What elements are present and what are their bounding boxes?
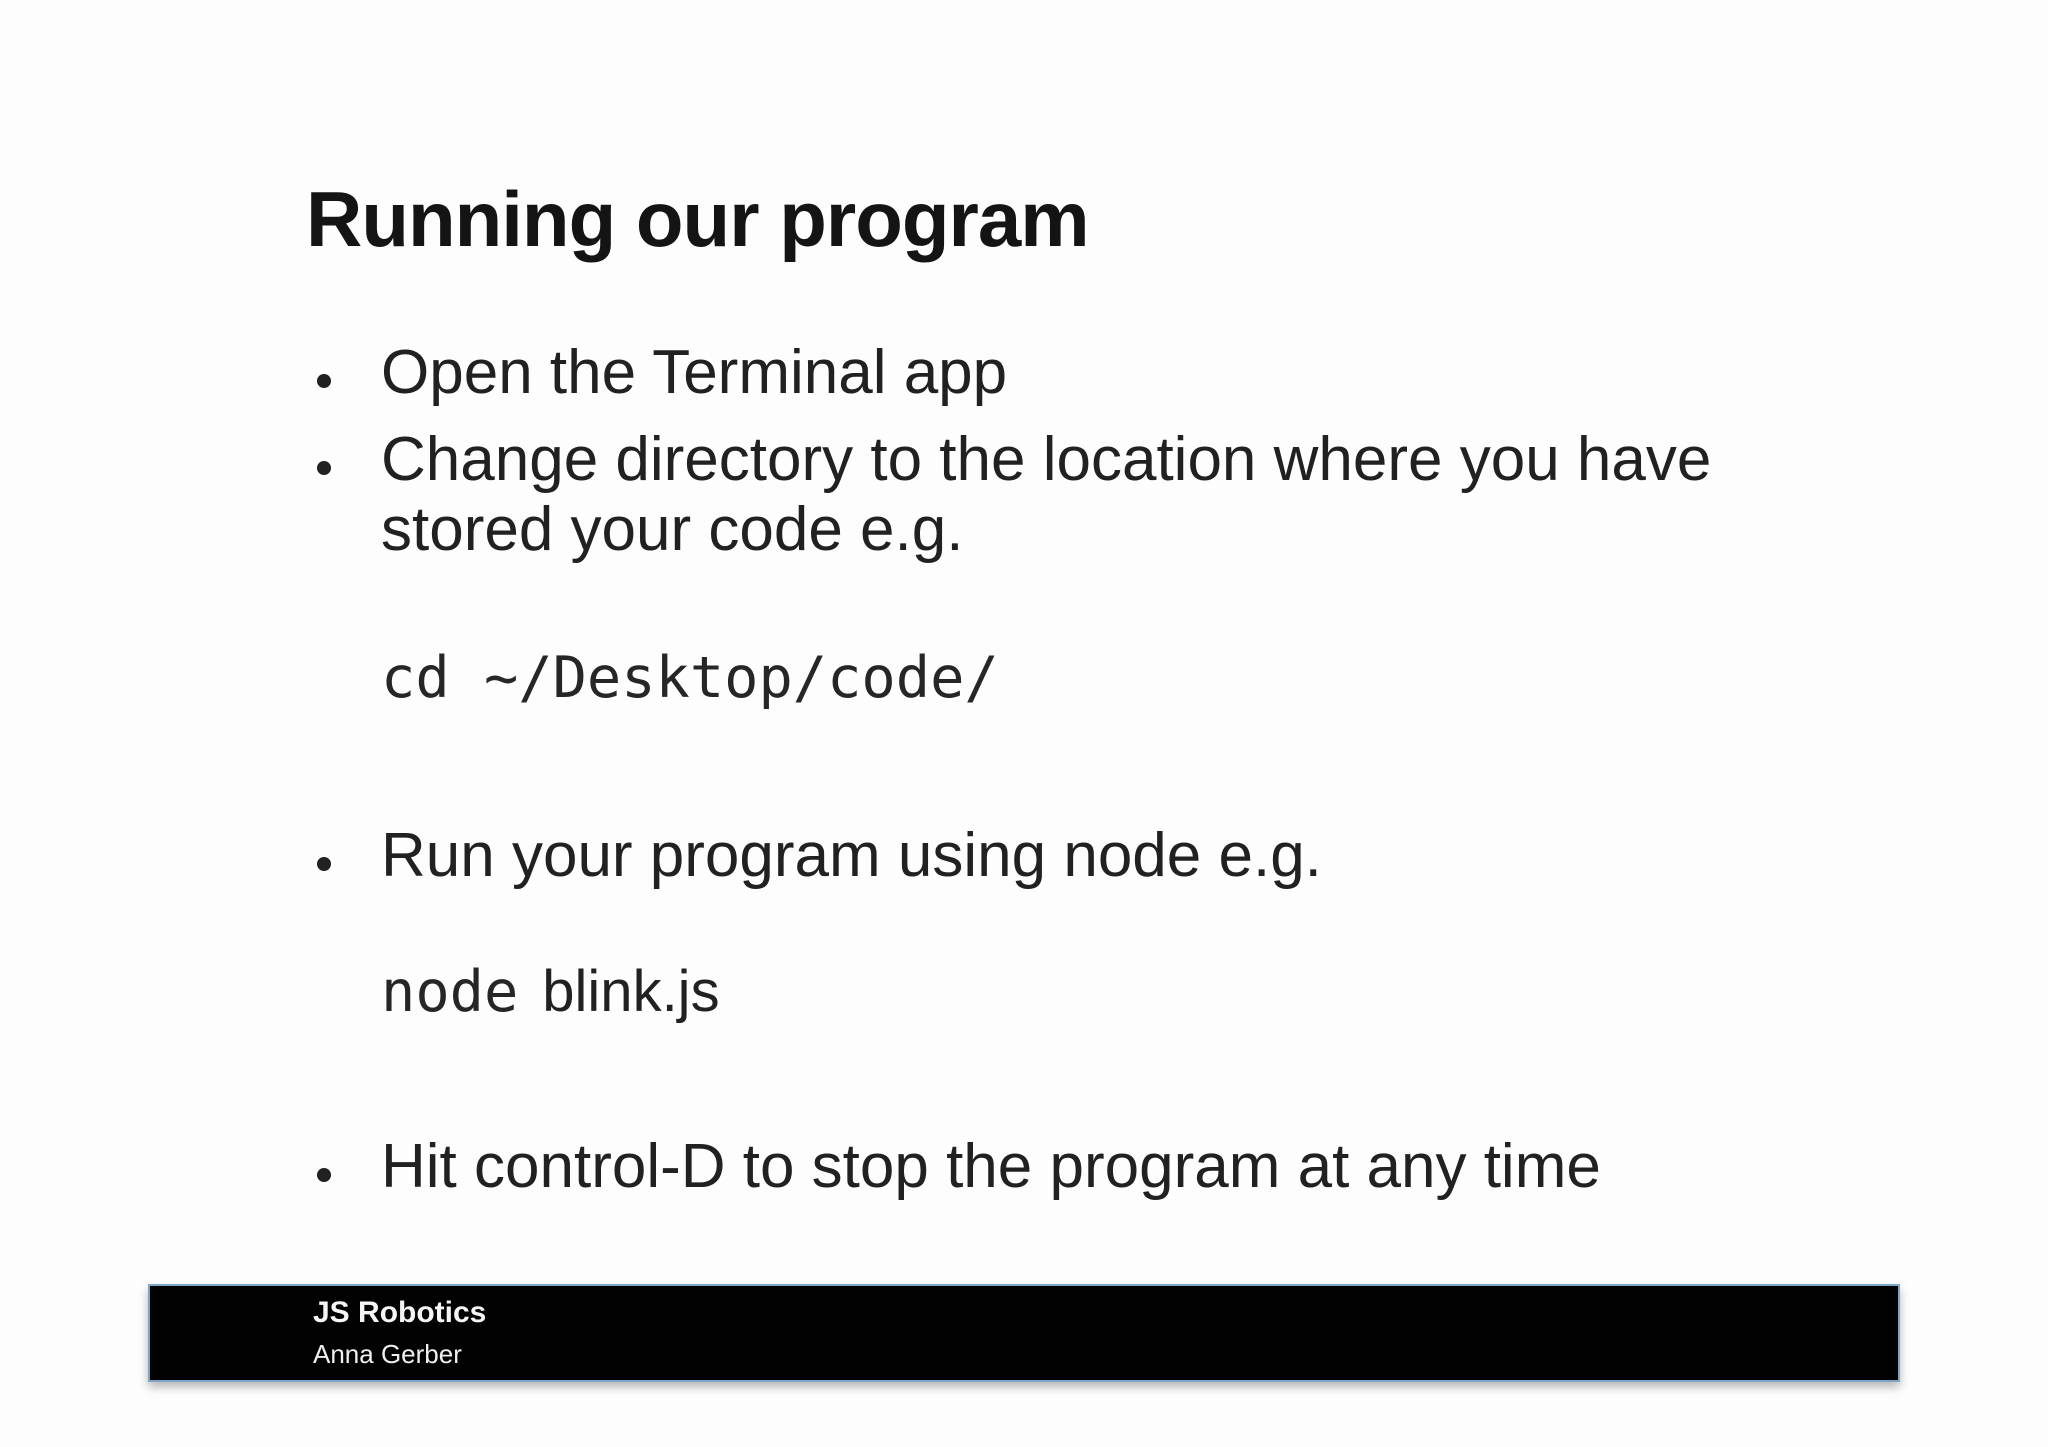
bullet-text: Change directory to the location where y…	[381, 425, 1712, 564]
bullet-text: Run your program using node e.g.	[381, 821, 1322, 890]
footer-title: JS Robotics	[313, 1296, 487, 1329]
bullet-dot	[317, 1168, 331, 1182]
footer-author: Anna Gerber	[313, 1339, 462, 1369]
footer-bar: JS Robotics Anna Gerber	[148, 1284, 1900, 1382]
bullet-text: Open the Terminal app	[381, 338, 1008, 407]
bullet-dot	[317, 374, 331, 388]
bullet-dot	[317, 461, 331, 475]
bullet-stop-program: Hit control-D to stop the program at any…	[317, 1132, 1601, 1202]
bullet-run-program: Run your program using node e.g.	[317, 821, 1322, 891]
bullet-dot	[317, 857, 331, 871]
code-text: cd ~/Desktop/code/	[381, 645, 999, 711]
code-cd-command: cd ~/Desktop/code/	[381, 650, 999, 707]
bullet-change-directory: Change directory to the location where y…	[317, 425, 1801, 565]
code-keyword: node	[381, 959, 519, 1025]
slide-title: Running our program	[306, 175, 1090, 263]
code-filename: blink.js	[542, 959, 720, 1024]
bullet-open-terminal: Open the Terminal app	[317, 338, 1007, 408]
bullet-text: Hit control-D to stop the program at any…	[381, 1132, 1601, 1201]
